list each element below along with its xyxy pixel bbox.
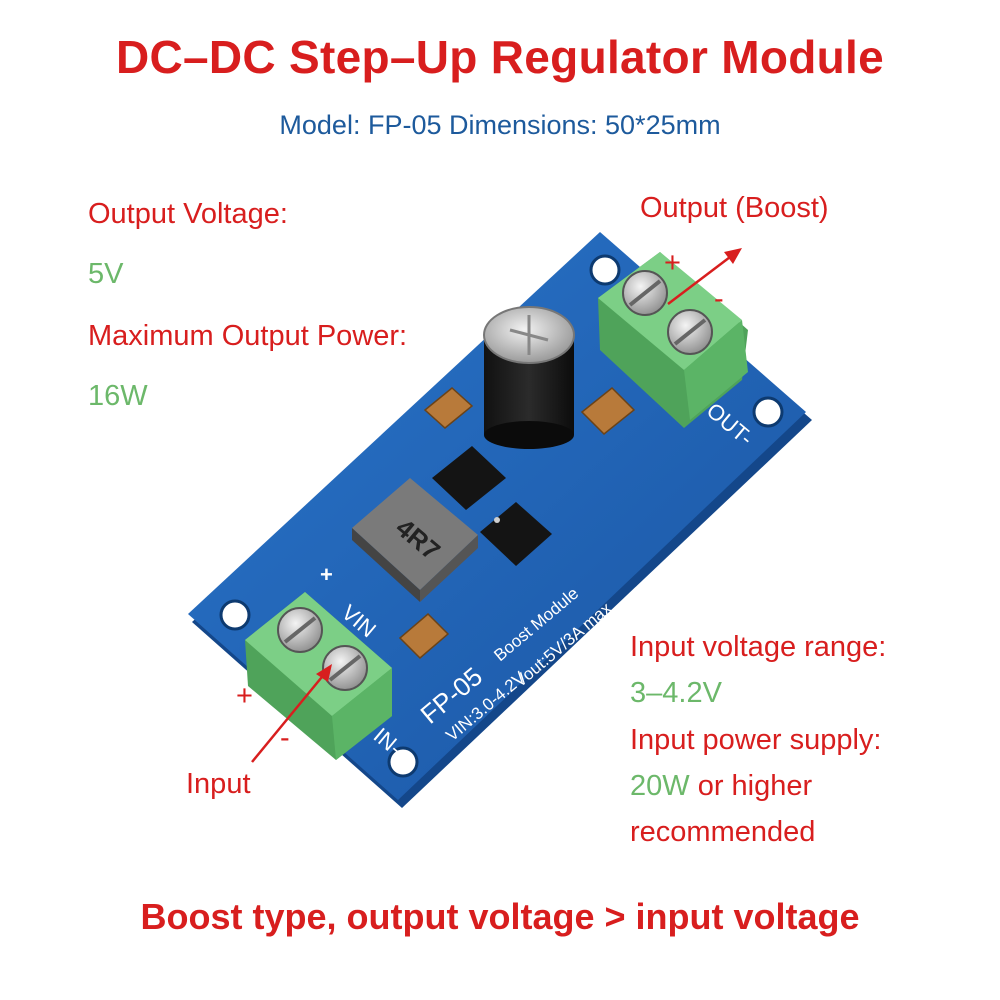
input-power-supply-suffix: or higher — [689, 770, 813, 802]
max-output-power-value: 16W — [88, 380, 148, 412]
input-power-supply-label: Input power supply: — [630, 724, 882, 756]
input-power-supply-line2: recommended — [630, 816, 816, 848]
input-plus-mark: + — [236, 680, 253, 712]
output-boost-label: Output (Boost) — [640, 192, 829, 224]
output-voltage-label: Output Voltage: — [88, 198, 288, 230]
input-voltage-range-value: 3–4.2V — [630, 677, 722, 709]
smd-components — [398, 386, 636, 660]
input-power-supply-value-line: 20W or higher — [630, 769, 812, 804]
input-arrow-icon — [251, 664, 332, 763]
output-terminal-block — [598, 252, 748, 428]
electrolytic-capacitor — [483, 306, 575, 449]
page-title: DC–DC Step–Up Regulator Module — [115, 31, 885, 83]
input-minus-mark: - — [280, 722, 290, 754]
output-minus-mark: - — [714, 283, 724, 315]
output-plus-mark: + — [664, 247, 681, 279]
footer-note: Boost type, output voltage > input volta… — [140, 896, 860, 937]
input-terminal-block — [245, 592, 392, 760]
board-plus-mark: + — [320, 562, 333, 587]
input-voltage-range-label: Input voltage range: — [630, 631, 887, 663]
power-inductor: 4R7 — [352, 478, 478, 602]
input-label: Input — [186, 768, 251, 800]
max-output-power-label: Maximum Output Power: — [88, 320, 408, 352]
model-subtitle: Model: FP-05 Dimensions: 50*25mm — [279, 110, 721, 140]
output-arrow-icon — [667, 248, 742, 305]
input-power-supply-value: 20W — [630, 770, 690, 802]
output-voltage-value: 5V — [88, 258, 124, 290]
